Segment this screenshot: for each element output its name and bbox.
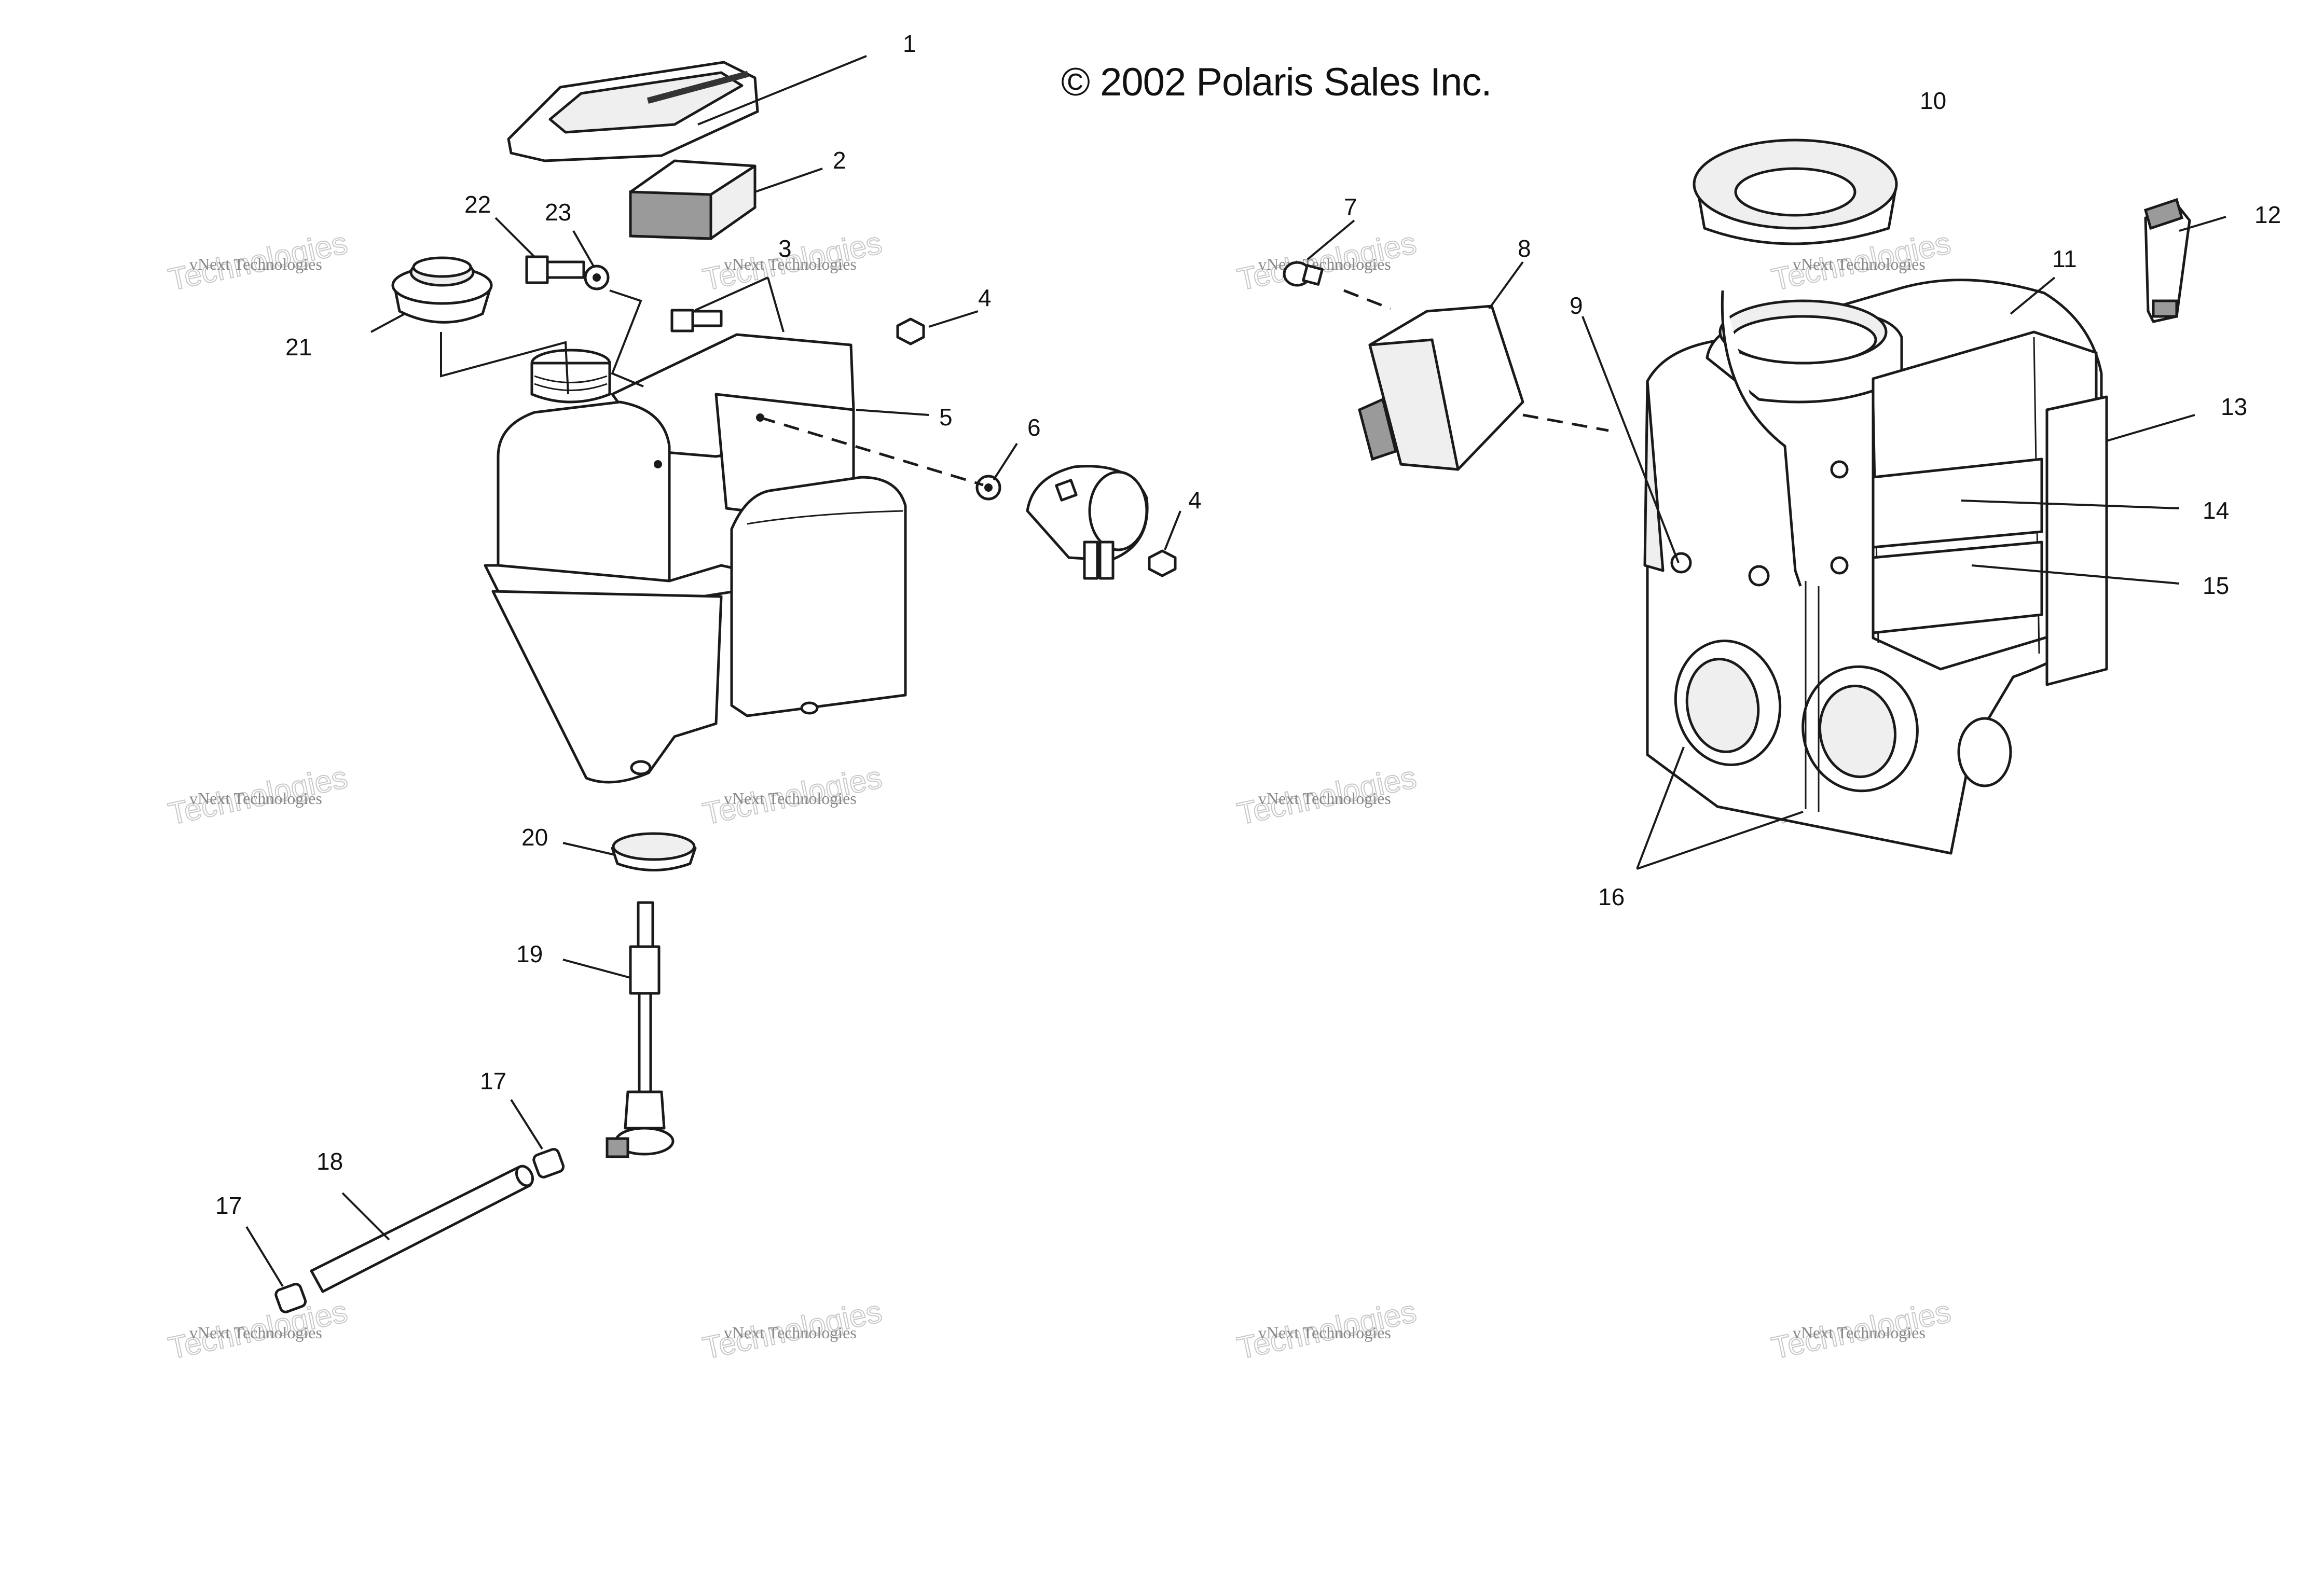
callout-17: 17: [480, 1068, 506, 1094]
watermark: Technologies vNext Technologies: [1234, 1293, 1420, 1366]
watermark: Technologies vNext Technologies: [699, 1293, 886, 1366]
part-13-decal[interactable]: [2045, 395, 2108, 686]
oil-sensor[interactable]: [1026, 465, 1149, 580]
callout-19: 19: [516, 940, 543, 967]
part-1-cover[interactable]: ▬▬▬▬▬: [507, 59, 759, 162]
callout-6: 6: [1027, 414, 1041, 441]
watermark-text: vNext Technologies: [724, 255, 857, 273]
part-7-screw[interactable]: [1283, 261, 1391, 310]
part-18-hose[interactable]: [310, 1163, 536, 1293]
part-22-bolt[interactable]: [525, 255, 585, 284]
part-17-fitting[interactable]: [532, 1148, 565, 1179]
part-17-fitting[interactable]: [274, 1283, 307, 1313]
part-14-decal[interactable]: [1872, 458, 2043, 549]
part-8-module[interactable]: [1358, 304, 1609, 471]
part-2-block[interactable]: [629, 159, 757, 240]
watermark: Technologies vNext Technologies: [1768, 1293, 1955, 1366]
callout-3: 3: [778, 235, 792, 262]
watermark-text: vNext Technologies: [1793, 255, 1926, 273]
callout-17: 17: [215, 1192, 242, 1219]
callout-labels: 1 2 3 4 5 6 4 7 8 9 10 11 12 13 14 15 16…: [215, 30, 2281, 1219]
part-6-washer[interactable]: [975, 475, 1001, 501]
watermark: Technologies vNext Technologies: [699, 225, 886, 297]
copyright-notice: © 2002 Polaris Sales Inc.: [1061, 60, 1492, 104]
callout-11: 11: [2052, 245, 2077, 272]
callout-10: 10: [1920, 87, 1946, 114]
callout-18: 18: [317, 1148, 343, 1175]
watermark-text: vNext Technologies: [1258, 789, 1391, 808]
callout-2: 2: [833, 147, 846, 174]
part-3-bolt[interactable]: [670, 309, 723, 332]
callout-4: 4: [978, 284, 992, 311]
routing-line: [440, 332, 569, 395]
part-10-ring[interactable]: [1693, 138, 1898, 245]
part-5-oil-tank[interactable]: [484, 333, 907, 784]
callout-23: 23: [545, 199, 571, 226]
callout-5: 5: [939, 404, 953, 431]
watermark-text: vNext Technologies: [1793, 1323, 1926, 1342]
watermark: Technologies vNext Technologies: [1234, 759, 1420, 831]
callout-9: 9: [1570, 292, 1583, 319]
routing-line: [609, 289, 644, 387]
watermark: Technologies vNext Technologies: [699, 759, 886, 831]
part-12-clip[interactable]: [2143, 198, 2191, 323]
callout-8: 8: [1518, 235, 1531, 262]
part-15-decal[interactable]: [1872, 540, 2043, 634]
part-21-cap[interactable]: [391, 256, 493, 324]
callout-4: 4: [1188, 487, 1202, 514]
watermark-text: vNext Technologies: [724, 789, 857, 808]
watermark-text: vNext Technologies: [1258, 1323, 1391, 1342]
callout-21: 21: [285, 334, 312, 361]
watermark-text: vNext Technologies: [189, 1323, 322, 1342]
part-19-pickup[interactable]: [606, 901, 675, 1158]
callout-1: 1: [903, 30, 916, 57]
part-23-washer[interactable]: [584, 265, 610, 290]
callout-12: 12: [2254, 201, 2281, 228]
part-4-nut[interactable]: [1148, 549, 1177, 577]
watermark-text: vNext Technologies: [189, 255, 322, 273]
callout-22: 22: [464, 191, 491, 218]
watermark-text: vNext Technologies: [189, 789, 322, 808]
callout-16: 16: [1598, 883, 1625, 910]
callout-14: 14: [2203, 497, 2229, 524]
watermark-text: vNext Technologies: [1258, 255, 1391, 273]
callout-13: 13: [2221, 393, 2247, 420]
callout-20: 20: [521, 824, 548, 851]
part-4-nut[interactable]: [896, 317, 925, 345]
watermark: Technologies vNext Technologies: [165, 1293, 351, 1366]
watermark: Technologies vNext Technologies: [165, 225, 351, 297]
watermark: Technologies vNext Technologies: [165, 759, 351, 831]
watermark: Technologies vNext Technologies: [1234, 225, 1420, 297]
callout-15: 15: [2203, 572, 2229, 599]
callout-7: 7: [1344, 193, 1357, 220]
watermark-text: vNext Technologies: [724, 1323, 857, 1342]
part-20-grommet[interactable]: [611, 832, 697, 871]
alignment-line: [760, 416, 984, 487]
